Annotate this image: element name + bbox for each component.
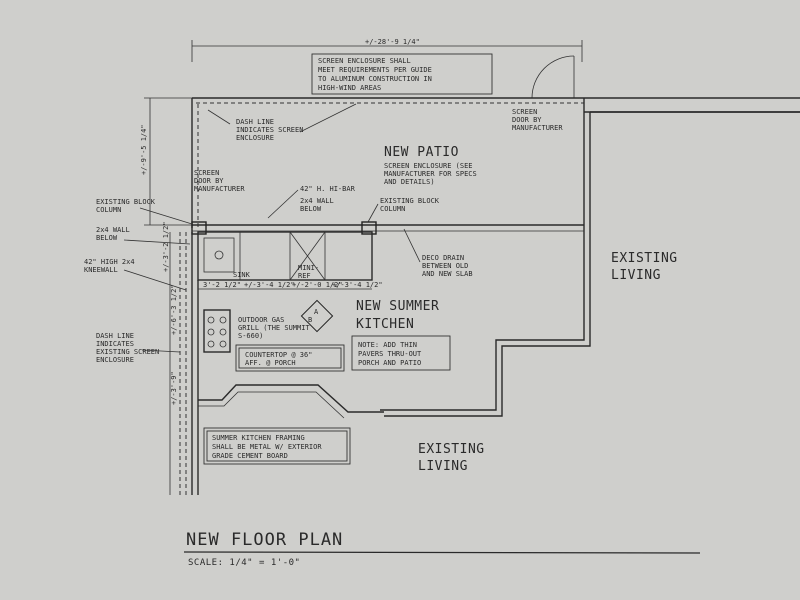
left-height-label: +/-9'-5 1/4"	[140, 124, 148, 175]
room-label-summer-kitchen: KITCHEN	[356, 317, 414, 332]
title-underline	[183, 551, 701, 554]
note-line: SCREEN ENCLOSURE SHALL	[318, 57, 411, 65]
note-line: AFF. @ PORCH	[245, 359, 296, 367]
note-line: SCREEN	[512, 108, 537, 116]
note-line: PORCH AND PATIO	[358, 359, 421, 367]
screen-enclosure-outline	[191, 97, 584, 228]
note-line: MANUFACTURER	[512, 124, 563, 132]
note-line: DOOR BY	[512, 116, 542, 124]
note-line: MANUFACTURER	[194, 185, 245, 193]
note-line: MEET REQUIREMENTS PER GUIDE	[318, 66, 432, 74]
note-line: GRADE CEMENT BOARD	[212, 452, 288, 460]
note-line: EXISTING BLOCK	[380, 197, 440, 205]
plan-title: NEW FLOOR PLAN	[186, 530, 343, 550]
dim-label: +/-3'-4 1/2"	[244, 281, 295, 289]
note-line: SHALL BE METAL W/ EXTERIOR	[212, 443, 322, 451]
note-line: DOOR BY	[194, 177, 224, 185]
note-line: S-660)	[238, 332, 263, 340]
note-line: 42" HIGH 2x4	[84, 258, 135, 266]
note-line: EXISTING BLOCK	[96, 198, 156, 206]
note-line: COLUMN	[380, 205, 405, 213]
dim-label: 3'-2 1/2"	[203, 281, 241, 289]
room-label-existing-living-right: EXISTING	[611, 251, 678, 266]
note-line: DECO DRAIN	[422, 254, 464, 262]
note-line: 42" H. HI-BAR	[300, 185, 356, 193]
note-line: KNEEWALL	[84, 266, 118, 274]
note-line: AND NEW SLAB	[422, 270, 473, 278]
note-line: DASH LINE	[96, 332, 134, 340]
overall-width-label: +/-28'-9 1/4"	[365, 38, 420, 46]
overall-width-dimension: +/-28'-9 1/4"	[191, 38, 583, 62]
note-line: SCREEN	[194, 169, 219, 177]
note-line: PAVERS THRU-OUT	[358, 350, 422, 358]
note-line: SCREEN ENCLOSURE (SEE	[384, 162, 473, 170]
note-line: INDICATES SCREEN	[236, 126, 303, 134]
dim-label: +/-6'-3 1/2"	[170, 284, 178, 335]
kitchen-counter	[197, 231, 373, 281]
screen-door-swing-right	[531, 55, 575, 99]
note-line: ENCLOSURE	[236, 134, 274, 142]
note-line: TO ALUMINUM CONSTRUCTION IN	[318, 75, 432, 83]
existing-house-walls	[380, 97, 800, 417]
note-line: BELOW	[300, 205, 322, 213]
dim-label: +/-3'-4 1/2"	[332, 281, 383, 289]
room-label-existing-living-bottom: EXISTING	[418, 442, 485, 457]
note-line: MANUFACTURER FOR SPECS	[384, 170, 477, 178]
note-line: BETWEEN OLD	[422, 262, 468, 270]
note-line: MINI-	[298, 264, 319, 272]
section-label-a: A	[314, 308, 319, 316]
note-line: HIGH-WIND AREAS	[318, 84, 381, 92]
pavers-note: NOTE: ADD THIN PAVERS THRU-OUT PORCH AND…	[351, 335, 451, 371]
dim-label: +/-3'-9"	[170, 371, 178, 405]
note-line: COUNTERTOP @ 36"	[245, 351, 312, 359]
plan-scale: SCALE: 1/4" = 1'-0"	[188, 558, 300, 568]
dim-label: +/-2'-0 1/2"	[292, 281, 343, 289]
note-line: REF	[298, 272, 311, 280]
section-label-b: B	[308, 316, 312, 324]
room-label-existing-living-bottom: LIVING	[418, 459, 468, 474]
framing-note: SUMMER KITCHEN FRAMING SHALL BE METAL W/…	[203, 427, 351, 465]
note-line: COLUMN	[96, 206, 121, 214]
note-line: DASH LINE	[236, 118, 274, 126]
countertop-note: COUNTERTOP @ 36" AFF. @ PORCH	[235, 344, 345, 372]
note-line: 2x4 WALL	[96, 226, 130, 234]
note-line: BELOW	[96, 234, 118, 242]
section-marker: A B	[300, 299, 334, 333]
note-line: NOTE: ADD THIN	[358, 341, 417, 349]
note-line: SUMMER KITCHEN FRAMING	[212, 434, 305, 442]
note-line: OUTDOOR GAS	[238, 316, 284, 324]
bay-window	[198, 384, 384, 413]
note-line: SINK	[233, 271, 251, 279]
outdoor-gas-grill	[203, 309, 231, 353]
screen-enclosure-requirements-note: SCREEN ENCLOSURE SHALL MEET REQUIREMENTS…	[311, 53, 493, 95]
room-label-summer-kitchen: NEW SUMMER	[356, 299, 439, 314]
note-line: INDICATES	[96, 340, 134, 348]
note-line: EXISTING SCREEN	[96, 348, 159, 356]
kitchen-left-walls	[179, 232, 199, 495]
block-column-left	[191, 221, 207, 235]
note-line: GRILL (THE SUMMIT	[238, 324, 310, 332]
room-label-existing-living-right: LIVING	[611, 268, 661, 283]
note-line: ENCLOSURE	[96, 356, 134, 364]
block-column-right	[361, 221, 377, 235]
room-label-new-patio: NEW PATIO	[384, 145, 459, 160]
dim-label: +/-3'-2 1/2"	[162, 221, 170, 272]
note-line: AND DETAILS)	[384, 178, 435, 186]
left-height-dimension: +/-9'-5 1/4"	[140, 97, 192, 226]
note-line: 2x4 WALL	[300, 197, 334, 205]
slab-division	[192, 224, 584, 232]
